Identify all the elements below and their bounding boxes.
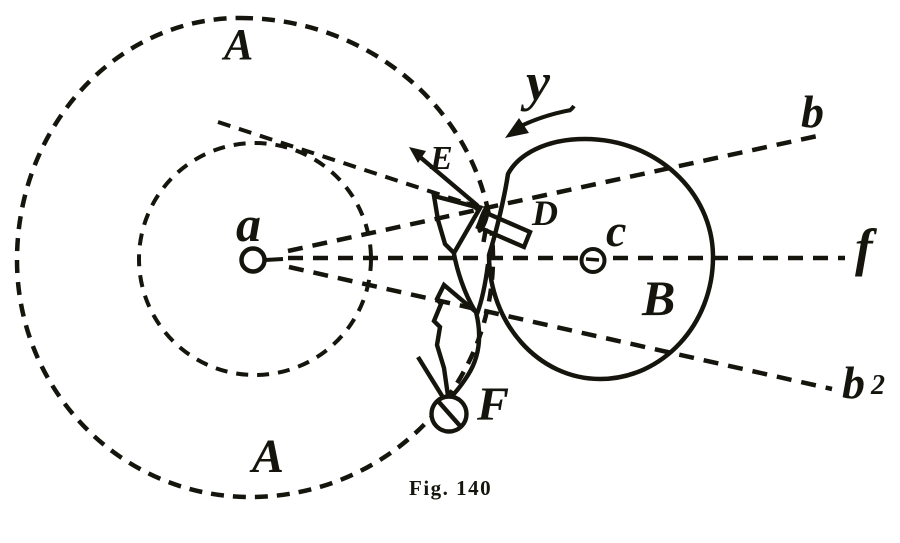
svg-text:A: A [249, 430, 284, 483]
svg-text:y: y [520, 52, 551, 112]
svg-text:f: f [855, 219, 878, 277]
svg-text:b: b [842, 357, 865, 408]
svg-text:B: B [641, 270, 675, 326]
svg-text:b: b [801, 86, 824, 137]
svg-text:a: a [236, 196, 261, 252]
svg-text:D: D [531, 193, 558, 233]
svg-text:2: 2 [870, 370, 885, 401]
svg-text:A: A [221, 20, 253, 69]
svg-text:Fig. 140: Fig. 140 [409, 476, 492, 500]
svg-text:F: F [476, 378, 509, 431]
svg-text:E: E [429, 140, 453, 177]
svg-text:c: c [606, 205, 626, 256]
